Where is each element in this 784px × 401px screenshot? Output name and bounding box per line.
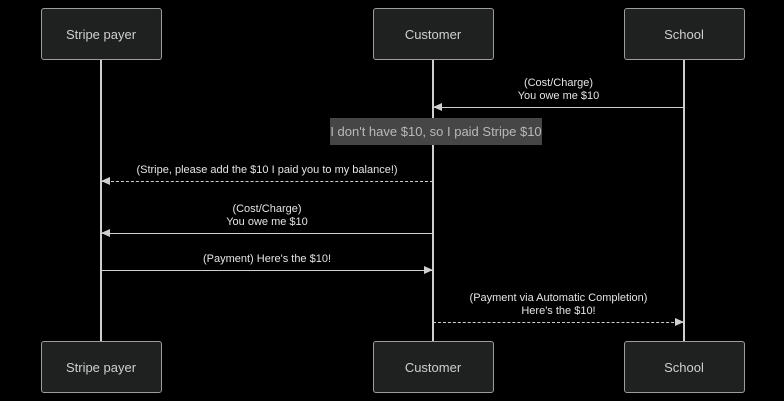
participant-box-school-top[interactable]: School [623, 8, 745, 60]
arrowhead-msg-4 [424, 266, 433, 274]
participant-label: Stripe payer [65, 359, 137, 375]
participant-box-school-bottom[interactable]: School [623, 341, 745, 393]
message-text-msg-3: (Cost/Charge)You owe me $10 [226, 203, 308, 228]
message-text-msg-5: (Payment via Automatic Completion)Here's… [469, 292, 648, 317]
participant-label: Customer [404, 359, 462, 375]
arrowhead-msg-3 [101, 229, 110, 237]
message-line-msg-3 [101, 233, 433, 234]
participant-box-customer-top[interactable]: Customer [372, 8, 494, 60]
message-text-msg-1: (Cost/Charge)You owe me $10 [517, 77, 600, 102]
message-line-msg-5 [433, 322, 684, 323]
participant-box-stripe-payer-bottom[interactable]: Stripe payer [40, 341, 162, 393]
message-text-msg-2: (Stripe, please add the $10 I paid you t… [136, 164, 398, 176]
arrowhead-msg-1 [433, 103, 442, 111]
message-line-msg-2 [101, 181, 433, 182]
participant-label: Stripe payer [65, 26, 137, 42]
participant-label: Customer [404, 26, 462, 42]
message-line-msg-4 [101, 270, 433, 271]
note-note-1: I don't have $10, so I paid Stripe $10 [330, 118, 542, 145]
message-text-msg-4: (Payment) Here's the $10! [202, 253, 332, 265]
lifeline-stripe-payer [100, 60, 102, 341]
participant-label: School [664, 26, 704, 42]
arrowhead-msg-5 [675, 318, 684, 326]
participant-label: School [664, 359, 704, 375]
participant-box-customer-bottom[interactable]: Customer [372, 341, 494, 393]
lifeline-school [683, 60, 685, 341]
message-line-msg-1 [433, 107, 684, 108]
participant-box-stripe-payer-top[interactable]: Stripe payer [40, 8, 162, 60]
arrowhead-msg-2 [101, 177, 110, 185]
lifeline-customer [432, 60, 434, 341]
